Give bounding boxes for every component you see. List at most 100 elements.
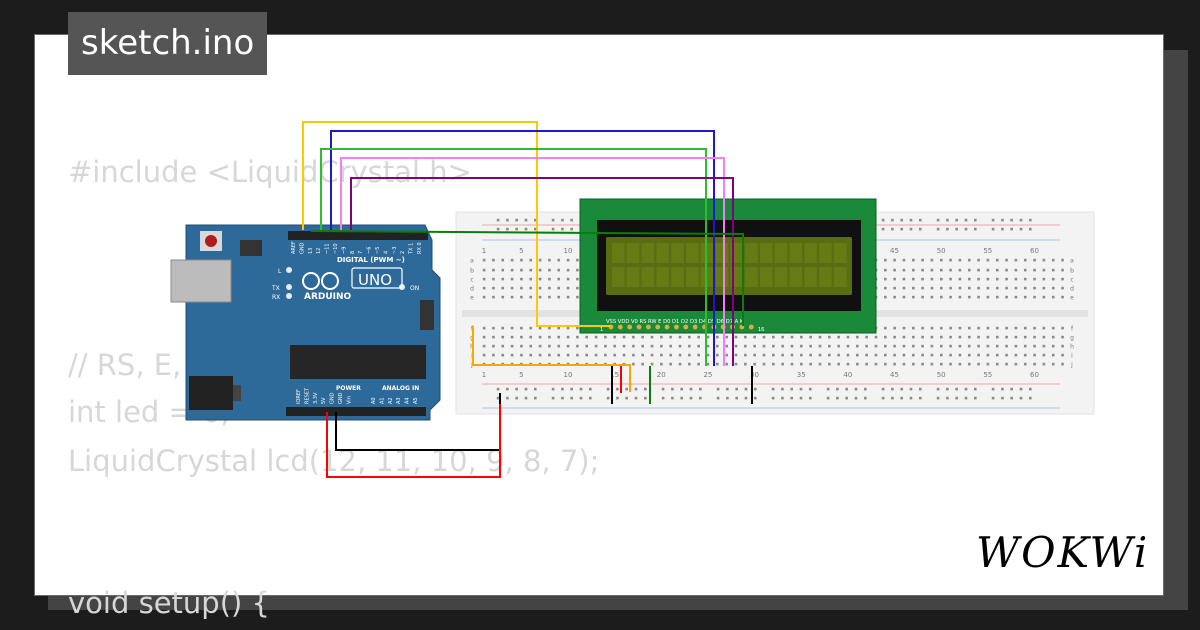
arduino-brand: ARDUINO bbox=[304, 292, 352, 302]
bb-col-number-bottom: 15 bbox=[610, 371, 619, 379]
bb-col-number-top: 5 bbox=[519, 247, 523, 255]
arduino-pin-label: TX 1 bbox=[409, 243, 415, 255]
arduino-pin-label: ~9 bbox=[341, 247, 347, 254]
lcd-pin-labels: VSS VDD V0 RS RW E D0 D1 D2 D3 D4 D5 D6 … bbox=[606, 319, 744, 325]
bb-row-letter: c bbox=[470, 277, 473, 284]
tx-label: TX bbox=[271, 285, 280, 292]
digital-header bbox=[288, 231, 428, 240]
bb-row-letter: j bbox=[470, 362, 473, 369]
arduino-pin-label: AREF bbox=[291, 241, 297, 254]
code-line-setup: void setup() { bbox=[68, 586, 270, 620]
bb-col-number-bottom: 10 bbox=[564, 371, 573, 379]
lcd-pin-16: 16 bbox=[758, 327, 764, 333]
arduino-pin-label: A4 bbox=[405, 397, 411, 404]
arduino-pin-label: ~10 bbox=[333, 243, 339, 254]
arduino-pin-label: A3 bbox=[396, 397, 402, 404]
bb-row-letter: g bbox=[1070, 335, 1074, 342]
bb-row-letter: d bbox=[1070, 286, 1074, 293]
arduino-pin-label: 8 bbox=[350, 251, 356, 254]
bb-row-letter: h bbox=[1070, 344, 1074, 351]
wire-e bbox=[330, 130, 715, 366]
bb-col-number-bottom: 50 bbox=[937, 371, 946, 379]
bb-col-number-top: 10 bbox=[564, 247, 573, 255]
arduino-pin-label: ~11 bbox=[325, 243, 331, 254]
bb-row-letter: b bbox=[1070, 268, 1074, 275]
bb-row-letter: f bbox=[1071, 326, 1074, 333]
bb-col-number-top: 1 bbox=[482, 247, 486, 255]
arduino-pin-label: ~6 bbox=[367, 247, 373, 254]
arduino-pin-label: GND bbox=[330, 392, 336, 404]
arduino-uno[interactable]: DIGITAL (PWM ~) ARDUINO UNO L TX RX ON P… bbox=[170, 224, 441, 421]
bb-col-number-bottom: 1 bbox=[482, 371, 486, 379]
bb-row-letter: a bbox=[470, 258, 474, 265]
bb-row-letter: i bbox=[1071, 353, 1073, 360]
arduino-pin-label: 4 bbox=[383, 251, 389, 254]
bb-col-number-bottom: 35 bbox=[797, 371, 806, 379]
arduino-pin-label: 13 bbox=[308, 248, 314, 254]
bb-row-letter: a bbox=[1070, 258, 1074, 265]
rx-label: RX bbox=[272, 294, 280, 301]
bb-col-number-top: 60 bbox=[1030, 247, 1039, 255]
arduino-pin-label: 5V bbox=[321, 397, 327, 404]
wire-d6 bbox=[350, 177, 734, 366]
bb-col-number-bottom: 55 bbox=[983, 371, 992, 379]
arduino-pin-label: A5 bbox=[413, 397, 419, 404]
arduino-pin-label: 12 bbox=[316, 248, 322, 254]
bb-row-letter: e bbox=[1070, 295, 1074, 302]
arduino-pin-label: Vin bbox=[346, 396, 352, 404]
wire-a-pin bbox=[472, 326, 631, 392]
lcd-1602[interactable]: VSS VDD V0 RS RW E D0 D1 D2 D3 D4 D5 D6 … bbox=[579, 198, 877, 334]
bb-col-number-bottom: 25 bbox=[703, 371, 712, 379]
bb-row-letter: c bbox=[1070, 277, 1073, 284]
wire-rs bbox=[302, 121, 611, 327]
bb-col-number-bottom: 45 bbox=[890, 371, 899, 379]
bb-row-letter: b bbox=[470, 268, 474, 275]
power-label: POWER bbox=[336, 385, 361, 392]
code-line-include: #include <LiquidCrystal.h> bbox=[68, 155, 472, 189]
usb-port bbox=[170, 259, 232, 303]
bb-col-number-bottom: 5 bbox=[519, 371, 523, 379]
digital-label: DIGITAL (PWM ~) bbox=[337, 256, 405, 264]
wokwi-logo: WOKWi bbox=[976, 528, 1150, 577]
arduino-pin-label: A0 bbox=[371, 397, 377, 404]
l-label: L bbox=[278, 268, 282, 275]
arduino-pin-label: GND bbox=[299, 242, 305, 254]
wire-d5 bbox=[340, 157, 725, 366]
arduino-model: UNO bbox=[358, 271, 392, 289]
wires bbox=[302, 121, 753, 478]
arduino-pin-label: RESET bbox=[304, 387, 310, 404]
arduino-pin-label: A2 bbox=[388, 397, 394, 404]
arduino-pin-label: GND bbox=[338, 392, 344, 404]
on-label: ON bbox=[410, 285, 419, 292]
power-analog-header bbox=[286, 407, 426, 416]
sketch-title: sketch.ino bbox=[68, 12, 268, 75]
bb-col-number-top: 50 bbox=[937, 247, 946, 255]
bb-row-letter: e bbox=[470, 295, 474, 302]
arduino-pin-label: IOREF bbox=[296, 389, 302, 404]
wire-v0 bbox=[310, 230, 744, 326]
arduino-pin-label: ~3 bbox=[392, 247, 398, 254]
arduino-pin-label: RX 0 bbox=[417, 242, 423, 254]
bb-row-letter: d bbox=[470, 286, 474, 293]
code-line-comment: // RS, E, bbox=[68, 348, 182, 382]
analog-label: ANALOG IN bbox=[382, 385, 419, 392]
bb-col-number-top: 55 bbox=[983, 247, 992, 255]
wire-5v-power bbox=[326, 404, 501, 478]
arduino-pin-label: A1 bbox=[379, 397, 385, 404]
bb-col-number-top: 45 bbox=[890, 247, 899, 255]
arduino-pin-label: 2 bbox=[400, 251, 406, 254]
arduino-pin-label: ~5 bbox=[375, 247, 381, 254]
atmega-chip bbox=[290, 345, 426, 379]
bb-col-number-bottom: 30 bbox=[750, 371, 759, 379]
power-jack bbox=[189, 376, 233, 410]
lcd-pin-1: 1 bbox=[600, 327, 603, 333]
arduino-pin-label: 7 bbox=[358, 251, 364, 254]
bb-col-number-bottom: 40 bbox=[843, 371, 852, 379]
bb-row-letter: j bbox=[1070, 362, 1073, 369]
lcd-pins bbox=[608, 324, 754, 330]
bb-col-number-bottom: 20 bbox=[657, 371, 666, 379]
arduino-pin-label: 3.3V bbox=[313, 392, 319, 404]
